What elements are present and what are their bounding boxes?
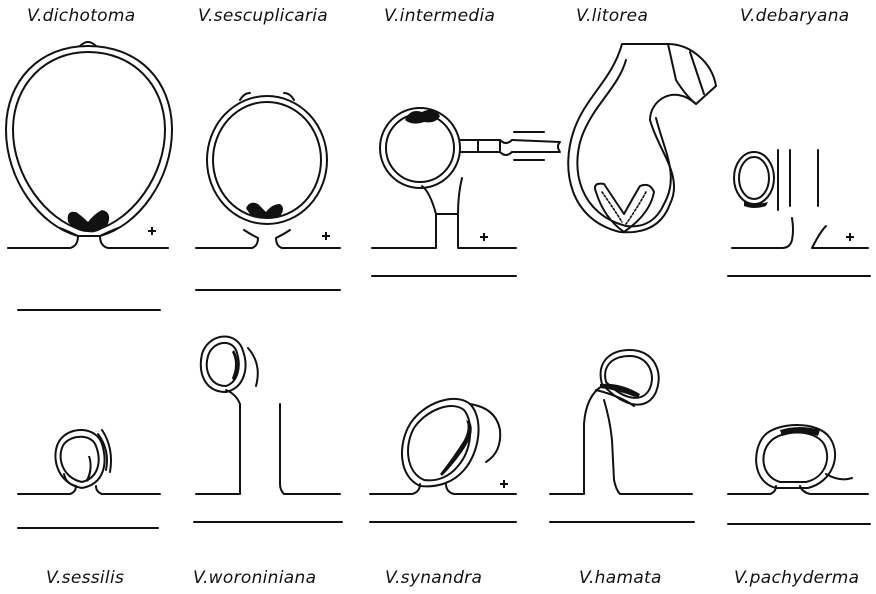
synandra-drawing bbox=[370, 399, 516, 522]
hamata-drawing bbox=[550, 350, 694, 522]
sessilis-drawing bbox=[18, 430, 160, 528]
sescuplicaria-drawing bbox=[196, 93, 340, 290]
intermedia-drawing bbox=[372, 108, 560, 276]
dichotoma-drawing bbox=[6, 42, 172, 310]
pachyderma-drawing bbox=[728, 425, 870, 524]
debaryana-drawing bbox=[728, 150, 870, 276]
woroniniana-drawing bbox=[194, 337, 342, 522]
litorea-drawing bbox=[568, 44, 716, 232]
